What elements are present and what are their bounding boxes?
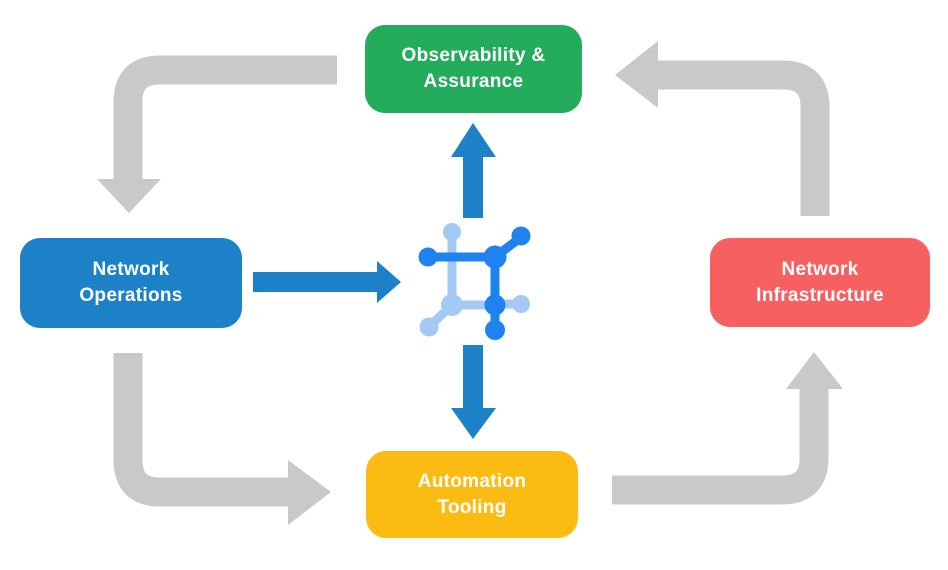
arrow-shaft xyxy=(113,353,290,507)
arrow-shaft xyxy=(113,55,337,180)
node-automation: Automation Tooling xyxy=(366,451,578,538)
node-observability: Observability & Assurance xyxy=(365,25,582,113)
mesh-node xyxy=(483,245,507,269)
node-operations-label: Network Operations xyxy=(79,259,183,306)
arrowhead-right-icon xyxy=(288,460,331,525)
mesh-node xyxy=(443,223,461,241)
arrow-center-to-observability xyxy=(451,123,496,218)
node-observability-label: Observability & Assurance xyxy=(401,45,546,92)
arrowhead-down-icon xyxy=(97,179,161,213)
node-infrastructure-label: Network Infrastructure xyxy=(756,258,884,306)
node-automation-label: Automation Tooling xyxy=(417,470,527,518)
arrowhead-down-icon xyxy=(451,408,496,439)
arrowhead-up-icon xyxy=(451,123,496,157)
arrowhead-right-icon xyxy=(377,261,401,303)
mesh-node xyxy=(418,247,438,267)
arrow-shaft xyxy=(612,389,829,505)
arrowhead-left-icon xyxy=(615,41,658,108)
arrow-shaft xyxy=(657,60,830,216)
mesh-node xyxy=(441,294,463,316)
network-mesh-icon xyxy=(418,223,531,340)
arrow-automation-to-infrastructure xyxy=(612,352,843,505)
node-infrastructure: Network Infrastructure xyxy=(710,238,930,327)
mesh-node xyxy=(419,317,439,337)
arrow-observability-to-operations xyxy=(97,55,337,213)
arrow-operations-to-automation xyxy=(113,353,331,525)
mesh-node xyxy=(484,294,506,316)
arrow-infrastructure-to-observability xyxy=(615,41,830,216)
mesh-node xyxy=(511,226,531,246)
node-operations: Network Operations xyxy=(20,238,242,328)
mesh-node xyxy=(512,295,530,313)
arrowhead-up-icon xyxy=(786,352,843,389)
arrow-operations-to-center xyxy=(253,261,401,303)
mesh-node xyxy=(485,320,505,340)
arrow-center-to-automation xyxy=(451,345,496,439)
